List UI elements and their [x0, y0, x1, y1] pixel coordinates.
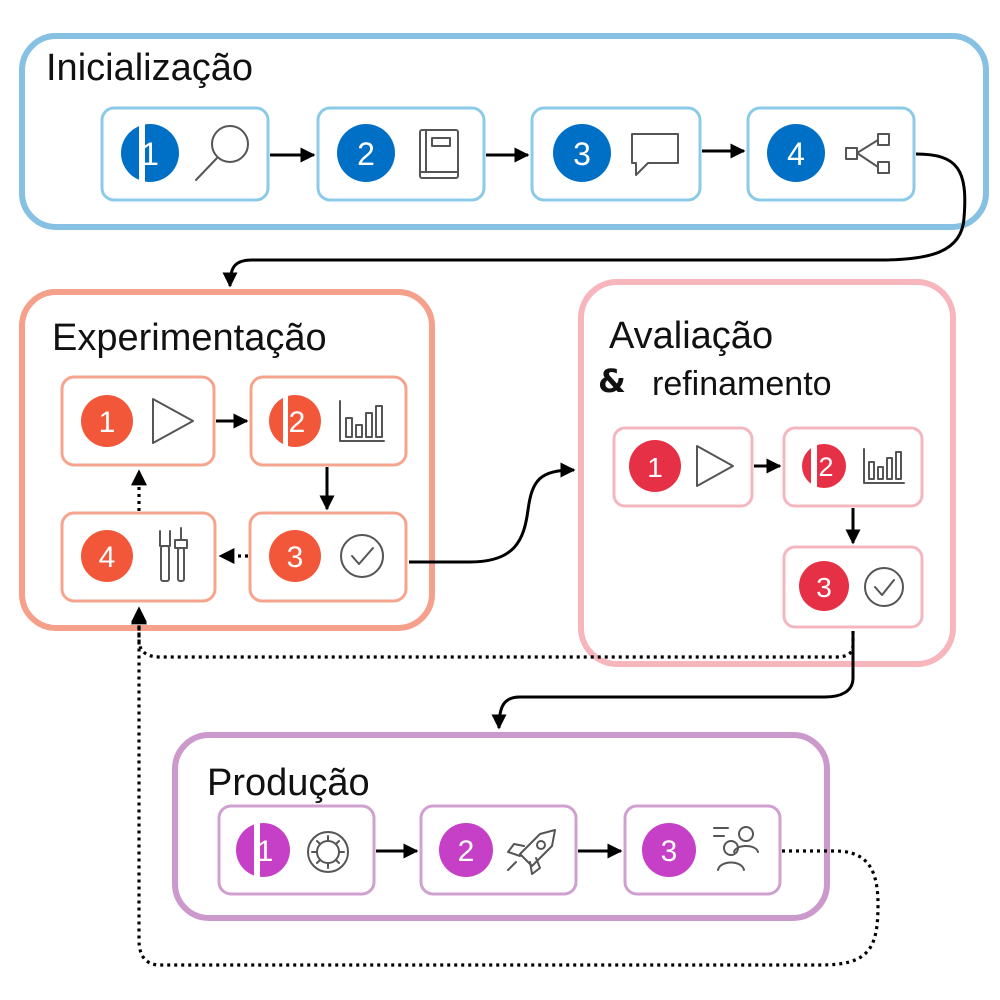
step-number: 3: [816, 572, 832, 603]
bar-chart-icon: [863, 448, 905, 484]
book-icon: [419, 129, 459, 179]
prod-step-3[interactable]: 3: [623, 804, 782, 896]
step-number: 4: [99, 541, 116, 574]
step-number-badge: [799, 561, 849, 611]
step-number: 2: [289, 406, 306, 439]
step-number: 4: [787, 136, 805, 172]
share-nodes-icon: [845, 133, 890, 174]
step-number-badge: [553, 124, 611, 182]
exp-step-3[interactable]: 3: [248, 511, 408, 603]
stage-inicializacao: Inicialização 1 2: [19, 33, 989, 230]
stage-avaliacao-refinamento: Avaliação & refinamento 1 2: [578, 279, 956, 667]
step-number-badge: [81, 395, 133, 447]
step-number-badge: [629, 440, 681, 492]
step-number-badge: [337, 124, 395, 182]
stage-title-ampersand: &: [598, 362, 626, 400]
stage-title-avaliacao: Avaliação: [609, 315, 773, 357]
play-icon: [152, 398, 194, 444]
users-icon: [713, 826, 759, 871]
step-number: 2: [357, 136, 375, 172]
step-number: 3: [573, 136, 591, 172]
step-number: 1: [141, 136, 159, 172]
tools-icon: [159, 527, 188, 582]
step-number: 2: [818, 452, 833, 482]
step-number-badge: [236, 823, 290, 877]
step-number-badge: [767, 124, 825, 182]
step-number: 3: [287, 541, 304, 574]
step-number-badge: [642, 823, 696, 877]
step-number-badge: [81, 530, 133, 582]
stage-title-experimentacao: Experimentação: [52, 317, 327, 359]
stage-producao: Produção 1 2: [172, 732, 830, 921]
monitor-gauge-icon: [307, 831, 349, 873]
step-number-badge: [121, 124, 179, 182]
play-icon: [696, 445, 734, 487]
bar-chart-icon: [339, 400, 385, 442]
prod-step-2[interactable]: 2: [419, 804, 578, 896]
step-number: 1: [647, 452, 663, 483]
magnifier-icon: [195, 125, 249, 181]
step-number-badge: [269, 530, 321, 582]
chat-bubble-icon: [631, 133, 679, 176]
step-number: 2: [458, 835, 475, 868]
prod-step-1[interactable]: 1: [217, 804, 376, 896]
init-step-4[interactable]: 4: [746, 106, 916, 202]
init-step-2[interactable]: 2: [316, 106, 486, 202]
check-circle-icon: [864, 567, 904, 607]
check-circle-icon: [340, 534, 384, 578]
rocket-icon: [507, 829, 556, 875]
exp-step-2[interactable]: 2: [249, 375, 408, 467]
step-number: 1: [99, 406, 116, 439]
exp-step-4[interactable]: 4: [60, 511, 217, 603]
eval-step-2[interactable]: 2: [782, 426, 924, 508]
exp-step-1[interactable]: 1: [60, 375, 216, 467]
eval-step-3[interactable]: 3: [782, 545, 924, 629]
stage-title-producao: Produção: [207, 762, 370, 804]
init-step-3[interactable]: 3: [530, 106, 702, 202]
stage-title-inicializacao: Inicialização: [46, 47, 253, 89]
step-number-badge: [439, 823, 493, 877]
step-number: 1: [257, 835, 274, 868]
init-step-1[interactable]: 1: [100, 106, 270, 202]
step-number: 3: [661, 835, 678, 868]
stage-experimentacao: Experimentação 1 2 3: [19, 289, 435, 631]
eval-step-1[interactable]: 1: [612, 426, 754, 508]
stage-title-refinamento: refinamento: [652, 365, 832, 403]
step-number-badge: [269, 395, 321, 447]
